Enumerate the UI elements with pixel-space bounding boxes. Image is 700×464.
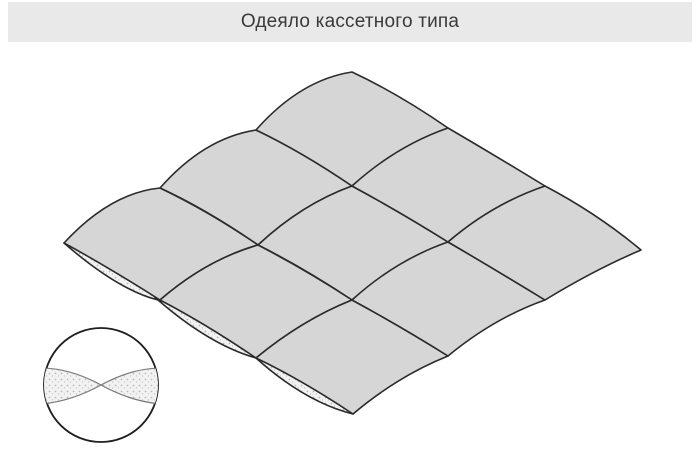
title-bar: Одеяло кассетного типа (8, 2, 692, 42)
cross-section-inset (43, 327, 159, 443)
page-title: Одеяло кассетного типа (240, 11, 460, 32)
quilt-cassettes (63, 71, 642, 415)
inset-filling-right (99, 367, 158, 405)
cassette-r3-c3 (447, 185, 642, 301)
